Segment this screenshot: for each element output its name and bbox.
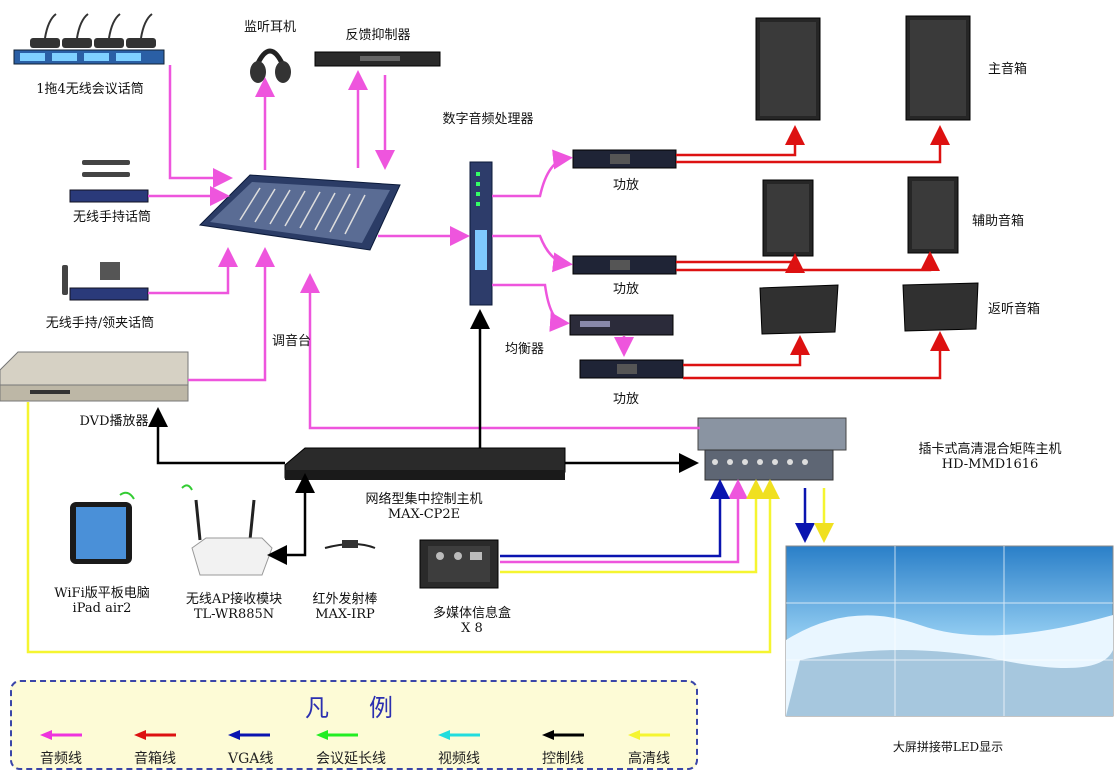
speaker-lines <box>676 125 950 380</box>
amplifier-1-label: 功放 <box>612 178 640 193</box>
handheld-lavalier-mic-label: 无线手持/领夹话筒 <box>45 316 155 331</box>
led-video-wall-device <box>785 545 1114 717</box>
mediabox-count-label: X 8 <box>461 621 483 636</box>
mediabox-name-label: 多媒体信息盒 <box>432 606 512 621</box>
main-speaker-right-device <box>905 15 971 121</box>
handheld-mic-device <box>69 160 149 203</box>
amplifier-2-device <box>572 255 677 275</box>
controller-model-label: MAX-CP2E <box>387 507 461 522</box>
mixer-label: 调音台 <box>272 334 312 349</box>
legend-title: 凡例 <box>305 694 433 722</box>
main-speaker-label: 主音箱 <box>988 62 1028 77</box>
multimedia-box-device <box>419 539 499 589</box>
aux-speaker-right-device <box>907 176 959 254</box>
ap-model-label: TL-WR885N <box>193 607 275 622</box>
headphone-device <box>250 48 291 83</box>
audio-lines <box>148 65 748 564</box>
led-wall-label: 大屏拼接带LED显示 <box>892 740 1004 754</box>
monitor-headphone-label: 监听耳机 <box>243 20 297 35</box>
wireless-conference-mic-label: 1拖4无线会议话筒 <box>36 82 144 97</box>
digital-audio-processor-device <box>469 161 493 306</box>
monitor-speaker-right-device <box>902 282 979 332</box>
central-controller-device <box>284 447 566 480</box>
ir-name-label: 红外发射棒 <box>312 592 378 607</box>
feedback-suppressor-device <box>314 51 441 67</box>
ir-emitter-device <box>324 540 376 549</box>
handheld-mic-label: 无线手持话筒 <box>72 210 152 225</box>
legend-item-label: 音频线 <box>40 751 82 767</box>
ir-model-label: MAX-IRP <box>315 607 375 622</box>
control-lines <box>148 309 699 565</box>
legend-item-label: 音箱线 <box>134 751 176 767</box>
legend-arrow-icon <box>542 730 584 740</box>
monitor-speaker-label: 返听音箱 <box>988 302 1041 317</box>
amplifier-1-device <box>572 149 677 169</box>
legend-item-label: 会议延长线 <box>316 751 386 767</box>
legend-arrow-icon <box>40 730 82 740</box>
aux-speaker-label: 辅助音箱 <box>972 214 1025 229</box>
legend-arrow-icon <box>316 730 358 740</box>
legend-arrow-icon <box>628 730 670 740</box>
matrix-model-label: HD-MMD1616 <box>941 457 1039 472</box>
mixer-device <box>198 174 401 251</box>
monitor-speaker-left-device <box>759 284 839 335</box>
legend-item-label: 高清线 <box>628 751 670 767</box>
ipad-name-label: WiFi版平板电脑 <box>54 586 150 601</box>
equalizer-device <box>569 314 674 336</box>
legend-item-label: 视频线 <box>438 751 480 767</box>
hd-lines <box>26 402 834 654</box>
amplifier-3-label: 功放 <box>612 392 640 407</box>
controller-name-label: 网络型集中控制主机 <box>365 492 483 507</box>
dvd-player-device <box>0 351 189 402</box>
wireless-ap-device <box>181 484 273 576</box>
vga-lines <box>500 479 815 558</box>
legend-arrow-icon <box>228 730 270 740</box>
ap-name-label: 无线AP接收模块 <box>185 592 283 607</box>
amplifier-3-device <box>579 359 684 379</box>
amplifier-2-label: 功放 <box>612 282 640 297</box>
legend-arrow-icon <box>134 730 176 740</box>
aux-speaker-left-device <box>762 179 814 257</box>
hd-matrix-device <box>697 417 847 481</box>
legend-item-label: VGA线 <box>228 751 274 767</box>
handheld-lavalier-mic-device <box>62 262 149 301</box>
dvd-player-label: DVD播放器 <box>79 414 149 429</box>
equalizer-label: 均衡器 <box>505 342 545 357</box>
dsp-label: 数字音频处理器 <box>442 112 534 127</box>
feedback-suppressor-label: 反馈抑制器 <box>345 28 411 43</box>
matrix-name-label: 插卡式高清混合矩阵主机 <box>918 442 1062 457</box>
main-speaker-left-device <box>755 17 821 121</box>
wireless-conference-mic-device <box>13 13 165 65</box>
legend-arrow-icon <box>438 730 480 740</box>
legend-item-label: 控制线 <box>542 751 584 767</box>
ipad-device <box>70 491 135 564</box>
ipad-model-label: iPad air2 <box>72 601 132 616</box>
legend <box>10 680 698 770</box>
